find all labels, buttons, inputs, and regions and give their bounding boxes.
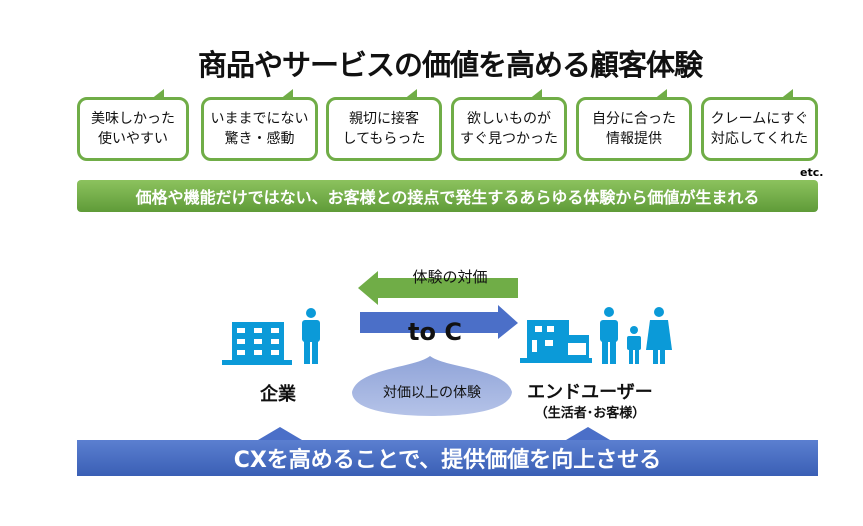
blue-banner: CXを高めることで、提供価値を向上させる (77, 440, 818, 476)
pointer-triangle (258, 427, 302, 440)
arrow-back-label: 体験の対価 (412, 268, 488, 286)
house-icon (520, 320, 592, 363)
bubble-line: 美味しかった (91, 111, 175, 127)
arrow-back-icon (358, 271, 518, 305)
experience-bubble: いままでにない驚き・感動 (201, 89, 318, 161)
cloud-shape (352, 356, 512, 416)
etc-label: etc. (800, 166, 824, 179)
pointer-triangle (566, 427, 610, 440)
experience-bubble: 美味しかった使いやすい (77, 89, 189, 161)
arrow-forward-label: to C (408, 318, 462, 346)
green-banner: 価格や機能だけではない、お客様との接点で発生するあらゆる体験から価値が生まれる (77, 180, 818, 212)
bubble-line: 親切に接客 (348, 111, 419, 127)
bubble-line: 情報提供 (606, 131, 662, 147)
bubble-line: クレームにすぐ (710, 111, 809, 127)
experience-bubble: クレームにすぐ対応してくれた (701, 89, 818, 161)
bubble-line: 欲しいものが (467, 111, 551, 127)
enduser-subtitle: （生活者･お客様） (534, 406, 646, 421)
experience-bubble: 親切に接客してもらった (326, 89, 442, 161)
company-label: 企業 (260, 384, 296, 405)
bubble-line: 自分に合った (592, 111, 676, 127)
bubble-line: いままでにない (210, 111, 309, 127)
page-title: 商品やサービスの価値を高める顧客体験 (197, 48, 703, 82)
enduser-label: エンドユーザー (527, 382, 653, 403)
bubble-line: 使いやすい (98, 131, 168, 147)
cloud-label: 対価以上の体験 (383, 385, 481, 401)
building-icon (222, 322, 292, 365)
bubble-line: 対応してくれた (710, 131, 809, 147)
bubble-line: してもらった (342, 131, 426, 147)
bubble-line: すぐ見つかった (460, 131, 558, 147)
experience-bubble: 欲しいものがすぐ見つかった (451, 89, 567, 161)
businessperson-icon (302, 308, 320, 364)
arrow-forward-icon (360, 305, 518, 339)
bubble-line: 驚き・感動 (224, 131, 295, 147)
experience-bubble: 自分に合った情報提供 (576, 89, 692, 161)
family-icon (600, 307, 672, 364)
